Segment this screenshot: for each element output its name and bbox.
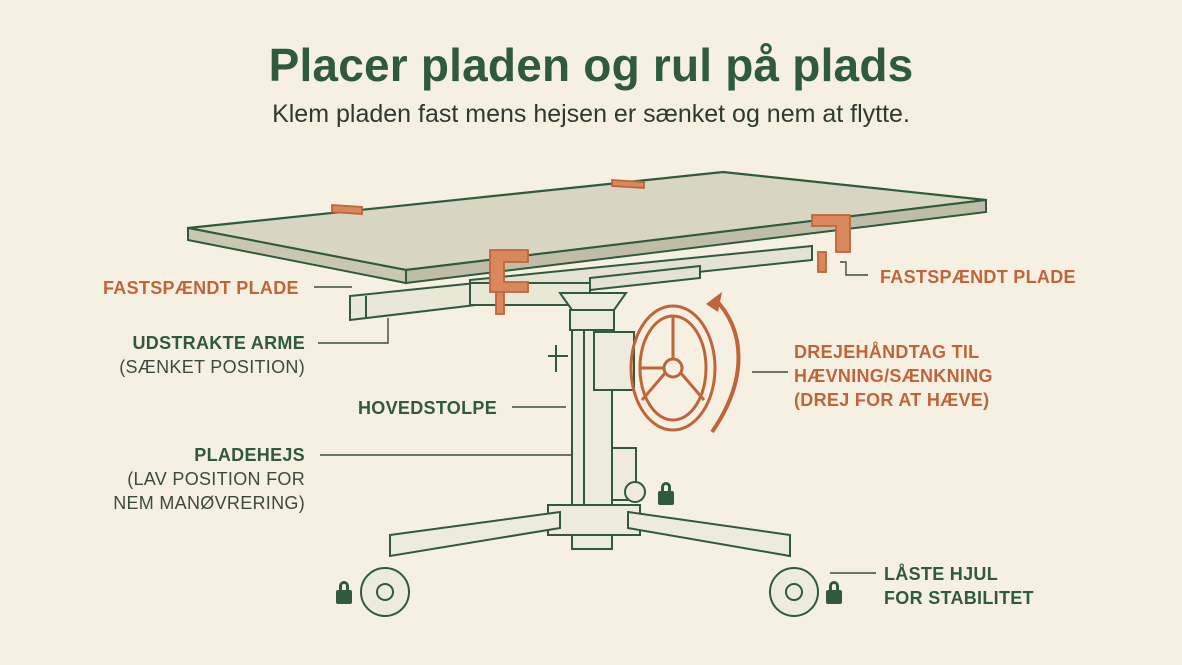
label-crank-handle: DREJEHÅNDTAG TIL HÆVNING/SÆNKNING (DREJ … bbox=[794, 340, 993, 412]
label-locked-wheels-line-1: LÅSTE HJUL bbox=[884, 564, 999, 584]
label-locked-wheels-line-2: FOR STABILITET bbox=[884, 588, 1034, 608]
label-clamped-panel-left: FASTSPÆNDT PLADE bbox=[103, 278, 299, 298]
label-main-post: HOVEDSTOLPE bbox=[358, 398, 497, 418]
label-panel-lift-sub-2: NEM MANØVRERING) bbox=[113, 493, 305, 513]
label-locked-wheels: LÅSTE HJUL FOR STABILITET bbox=[884, 562, 1034, 610]
label-panel-lift: PLADEHEJS (LAV POSITION FOR NEM MANØVRER… bbox=[113, 443, 305, 515]
panel-clamps bbox=[331, 179, 851, 315]
label-clamped-panel-right: FASTSPÆNDT PLADE bbox=[880, 267, 1076, 287]
lock-icons bbox=[336, 482, 842, 604]
label-crank-line-3: (DREJ FOR AT HÆVE) bbox=[794, 390, 990, 410]
leader-lines bbox=[314, 261, 876, 574]
page-subtitle: Klem pladen fast mens hejsen er sænket o… bbox=[272, 100, 910, 128]
page-title: Placer pladen og rul på plads bbox=[268, 39, 914, 91]
label-extended-arms-main: UDSTRAKTE ARME bbox=[132, 333, 305, 353]
extended-arm bbox=[349, 281, 591, 322]
label-panel-lift-sub-1: (LAV POSITION FOR bbox=[127, 469, 305, 489]
label-extended-arms-sub: (SÆNKET POSITION) bbox=[119, 357, 305, 377]
wheels bbox=[360, 481, 819, 617]
label-panel-lift-main: PLADEHEJS bbox=[194, 445, 305, 465]
crank-wheel bbox=[629, 292, 741, 434]
label-crank-line-1: DREJEHÅNDTAG TIL bbox=[794, 342, 980, 362]
base-frame bbox=[389, 504, 791, 558]
label-crank-line-2: HÆVNING/SÆNKNING bbox=[794, 366, 993, 386]
label-extended-arms: UDSTRAKTE ARME (SÆNKET POSITION) bbox=[119, 331, 305, 379]
main-post bbox=[548, 292, 637, 511]
drywall-panel bbox=[187, 170, 987, 285]
